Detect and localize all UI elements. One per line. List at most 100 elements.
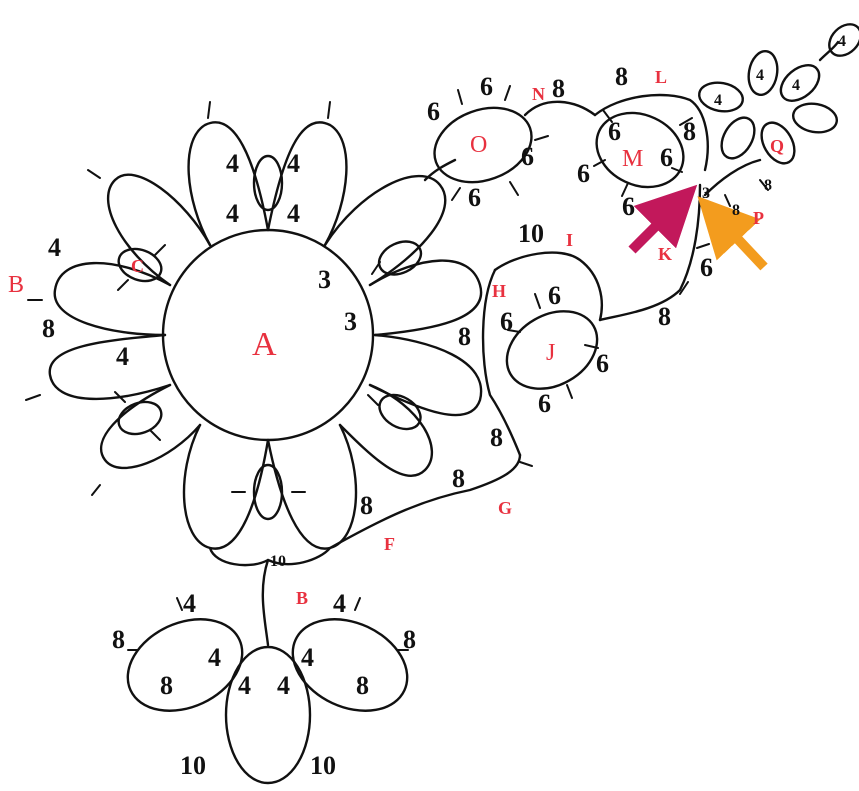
count-b-top: 4 (48, 233, 61, 262)
label-l: L (655, 67, 667, 87)
count-left-lower: 4 (116, 342, 129, 371)
count-lower-right-a: 8 (490, 423, 503, 452)
chain-p (703, 158, 762, 197)
count-j-right: 6 (596, 349, 609, 378)
count-lower-right-b: 8 (452, 464, 465, 493)
chain-n (523, 100, 597, 117)
label-h: H (492, 281, 506, 301)
count-m-outer-bottom: 6 (622, 192, 635, 221)
count-ten-i: 10 (518, 219, 544, 248)
count-o-left: 6 (427, 97, 440, 126)
ring-m-picots (593, 109, 693, 197)
petal-top-right (266, 121, 348, 247)
count-p-3: 3 (702, 185, 710, 202)
ring-q-1 (720, 116, 756, 160)
count-p-8b: 8 (764, 177, 772, 194)
ring-o (433, 106, 533, 184)
label-q: Q (770, 136, 784, 156)
count-a-right-2: 3 (344, 307, 357, 336)
count-bf-8-l: 8 (112, 625, 125, 654)
count-top-left-upper: 4 (226, 149, 239, 178)
ring-m (595, 111, 685, 189)
count-m-left-top: 6 (608, 117, 621, 146)
petal-right-upper (323, 174, 447, 287)
count-q-4c: 4 (792, 77, 800, 94)
count-k-6: 6 (700, 253, 713, 282)
picot-g (519, 461, 533, 467)
count-m-outer-left: 6 (577, 159, 590, 188)
label-b-bottom: B (296, 588, 308, 608)
count-n-8: 8 (552, 74, 565, 103)
bottom-picots (127, 597, 409, 651)
count-bf-8-li: 8 (160, 671, 173, 700)
petal-right-lower-2 (338, 383, 434, 478)
count-l-8: 8 (615, 62, 628, 91)
petal-left-upper (106, 173, 212, 287)
ring-o-picots (451, 85, 549, 201)
count-bf-4-tr: 4 (333, 589, 346, 618)
label-o: O (470, 132, 487, 158)
label-i: I (566, 230, 573, 250)
chain-k (598, 183, 702, 322)
ring-top-center (252, 154, 284, 212)
count-b-bottom: 8 (42, 314, 55, 343)
ring-bottom-center (252, 463, 284, 521)
label-g: G (498, 498, 512, 518)
count-q-4d: 4 (838, 33, 846, 50)
count-a-right-1: 3 (318, 265, 331, 294)
arrow-orange (697, 196, 768, 271)
count-m-right-top: 8 (683, 117, 696, 146)
count-bf-4-ri: 4 (301, 643, 314, 672)
chain-i (493, 251, 603, 322)
label-f: F (384, 534, 395, 554)
label-a: A (252, 326, 277, 363)
label-p: P (753, 208, 764, 228)
flower-picots (25, 101, 381, 496)
count-q-4a: 4 (714, 92, 722, 109)
count-o-top: 6 (480, 72, 493, 101)
count-bf-10-l: 10 (180, 751, 206, 780)
ring-j (505, 310, 599, 390)
bottom-ring-right (291, 618, 409, 712)
label-n: N (532, 84, 545, 104)
count-bf-8-ri: 8 (356, 671, 369, 700)
ring-j-picots (507, 293, 599, 399)
bottom-ring-left (126, 618, 244, 712)
count-j-top: 6 (548, 281, 561, 310)
chain-l (593, 93, 709, 172)
count-bf-10-r: 10 (310, 751, 336, 780)
count-top-right-upper: 4 (287, 149, 300, 178)
count-h-left: 8 (458, 322, 471, 351)
chain-f-g (328, 453, 522, 550)
ring-right-upper (377, 240, 423, 276)
count-lower-c: 8 (360, 491, 373, 520)
count-q-4b: 4 (756, 67, 764, 84)
ring-q-5 (779, 64, 821, 102)
petal-left-lower-1 (48, 333, 172, 401)
count-p-8a: 8 (732, 202, 740, 219)
label-c: C (131, 256, 144, 276)
label-k: K (658, 244, 672, 264)
ring-q-4 (747, 49, 779, 97)
ring-c (117, 247, 163, 283)
label-j: J (546, 340, 555, 366)
ring-q-3 (697, 81, 745, 113)
count-bf-8-r: 8 (403, 625, 416, 654)
ring-q-6 (791, 102, 839, 134)
label-m: M (622, 146, 643, 172)
count-bf-4-cr: 4 (277, 671, 290, 700)
ring-top-corner (828, 23, 859, 57)
chain-g-h (481, 268, 522, 457)
count-bf-4-cl: 4 (238, 671, 251, 700)
count-o-right: 6 (521, 142, 534, 171)
bottom-ring-center (224, 645, 312, 785)
petal-left-b (53, 261, 172, 337)
count-m-right-mid: 6 (660, 143, 673, 172)
count-ten-bottom: 10 (270, 553, 286, 570)
count-bf-4-tl: 4 (183, 589, 196, 618)
ring-q-2 (760, 121, 796, 165)
count-k-8: 8 (658, 302, 671, 331)
count-top-right-lower: 4 (287, 199, 300, 228)
